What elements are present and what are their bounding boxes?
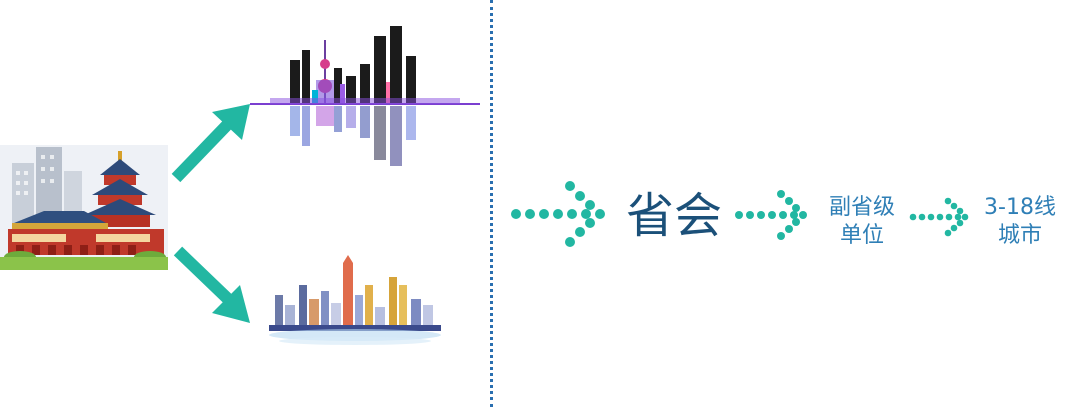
dotted-arrow-1-icon (508, 178, 610, 250)
stage-label-sub-provincial: 副省级 单位 (828, 195, 895, 248)
arrow-up-right-icon (168, 98, 258, 186)
shenzhen-skyline-icon (265, 255, 445, 350)
historic-city-illustration-icon (0, 145, 168, 270)
stage-label-capital: 省会 (625, 188, 722, 244)
shanghai-skyline-icon (250, 20, 480, 180)
vertical-dotted-divider (490, 0, 493, 407)
historic-city-svg (0, 145, 168, 270)
dotted-arrow-3-icon (908, 196, 970, 238)
dotted-arrow-2-icon (733, 188, 809, 242)
stage-label-tier-3-18-cities: 3-18线 城市 (984, 195, 1056, 248)
arrow-down-right-icon (170, 245, 258, 327)
